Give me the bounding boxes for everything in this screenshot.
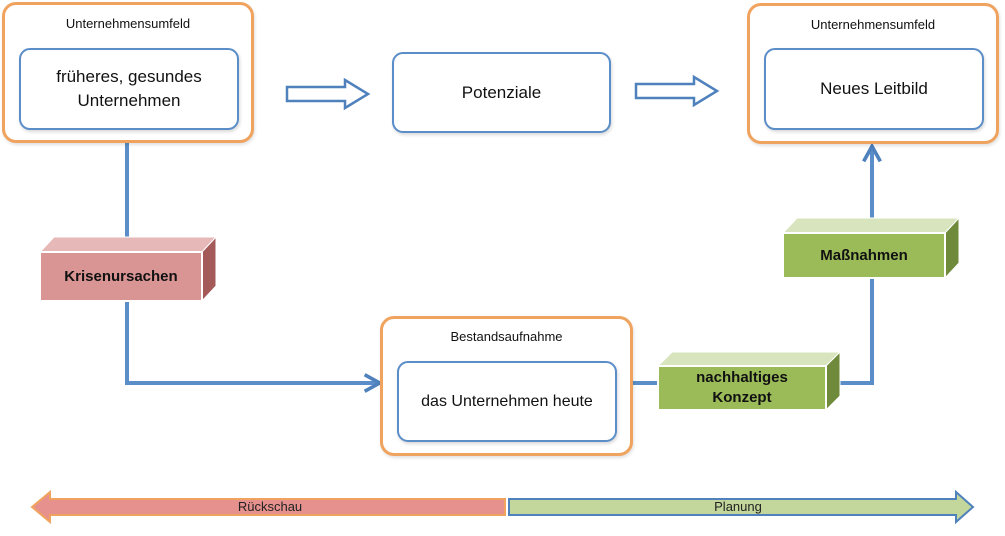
crisis-block-shape (38, 235, 218, 303)
company-today-box[interactable]: das Unternehmen heute (397, 361, 617, 442)
block-arrow-2 (634, 74, 720, 108)
new-mission-box[interactable]: Neues Leitbild (764, 48, 984, 130)
inventory-title: Bestandsaufnahme (450, 329, 563, 344)
left-context-text: früheres, gesundes Unternehmen (56, 67, 202, 110)
block-arrow-1 (285, 77, 371, 111)
back-arrow-shape (30, 489, 506, 525)
crisis-flow-line (125, 142, 378, 383)
forward-arrow-shape (508, 489, 975, 525)
measures-label[interactable]: Maßnahmen (820, 247, 908, 264)
new-mission-text: Neues Leitbild (820, 79, 928, 98)
right-context-title: Unternehmensumfeld (810, 17, 936, 32)
measures-block-shape (781, 216, 961, 280)
potentials-box[interactable]: Potenziale (392, 52, 611, 133)
back-arrow-label: Rückschau (237, 499, 303, 514)
left-context-title: Unternehmensumfeld (65, 16, 191, 31)
left-context-box[interactable]: früheres, gesundes Unternehmen (19, 48, 239, 130)
concept-block-shape (656, 350, 842, 412)
crisis-causes-label[interactable]: Krisenursachen (64, 268, 178, 285)
forward-arrow-label: Planung (714, 499, 762, 514)
concept-label[interactable]: nachhaltiges Konzept (696, 369, 788, 406)
company-today-text: das Unternehmen heute (421, 392, 593, 410)
potentials-text: Potenziale (461, 82, 542, 102)
